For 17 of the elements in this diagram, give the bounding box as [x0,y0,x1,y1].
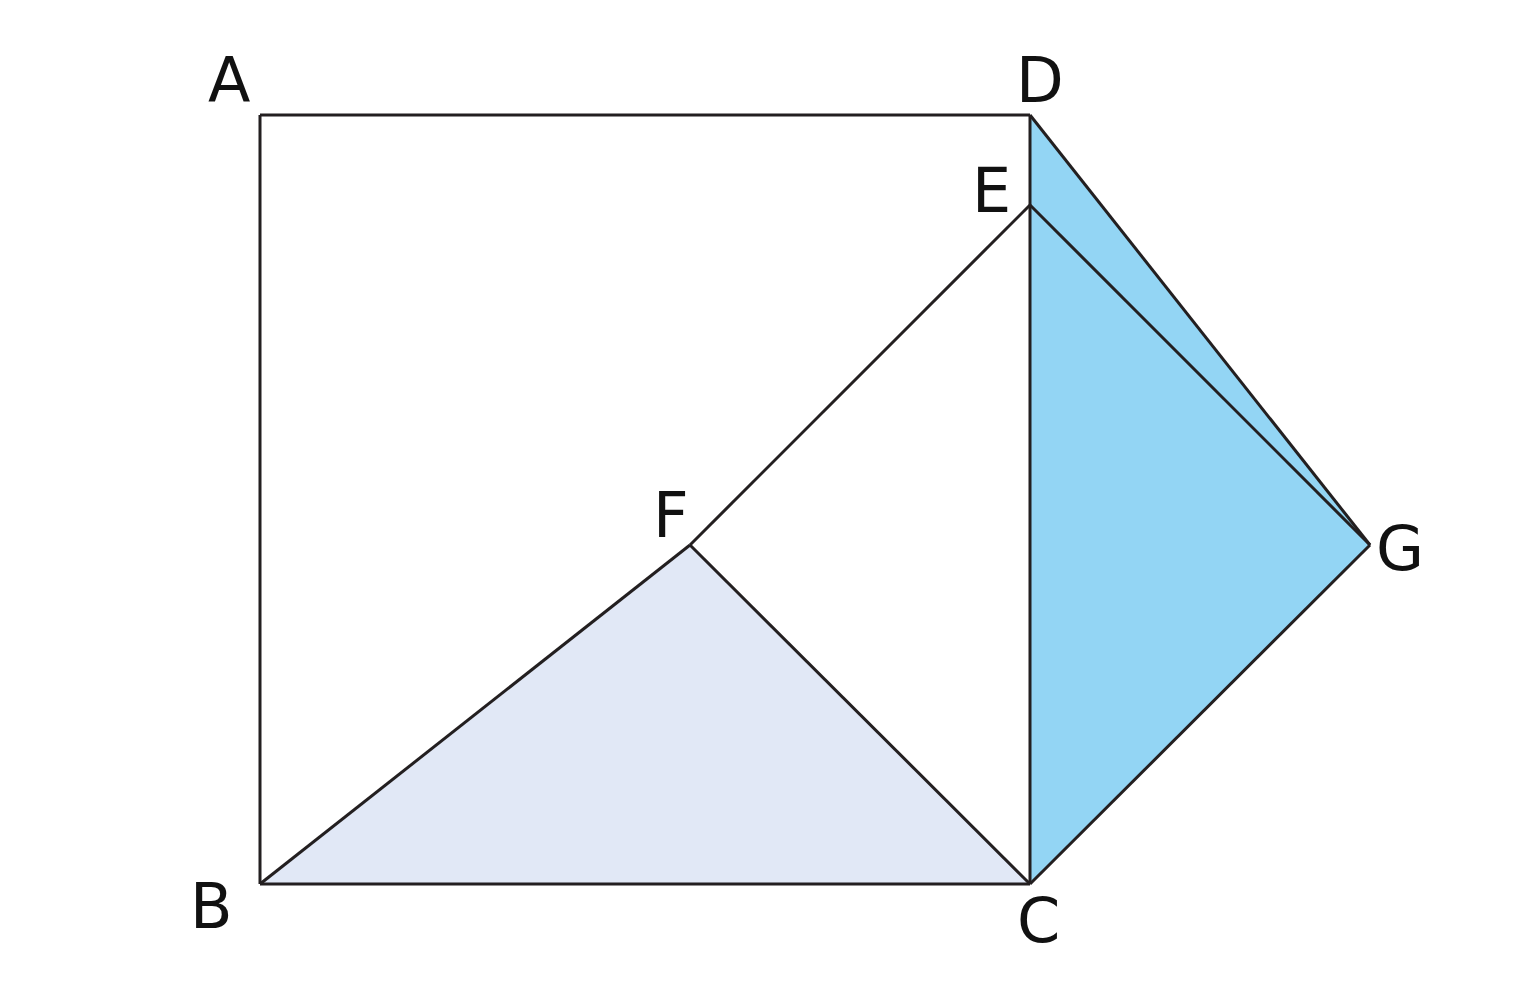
line-segment [1028,543,1372,886]
vertex-label: G [1376,518,1425,580]
line-segment [688,203,1032,547]
line-segment [1028,205,1032,884]
vertex-label: B [190,876,233,938]
vertex-label: F [653,485,689,547]
line-segment [1028,203,1372,547]
line-segment [260,882,1030,886]
line-segment [260,113,1030,117]
line-segment [688,543,1032,886]
vertex-label: E [972,160,1012,222]
vertex-label: D [1016,50,1064,112]
line-segment [1028,115,1032,205]
vertex-label: C [1017,890,1061,952]
vertex-label: A [208,50,251,112]
line-segment [259,543,691,886]
line-segment [258,115,262,884]
